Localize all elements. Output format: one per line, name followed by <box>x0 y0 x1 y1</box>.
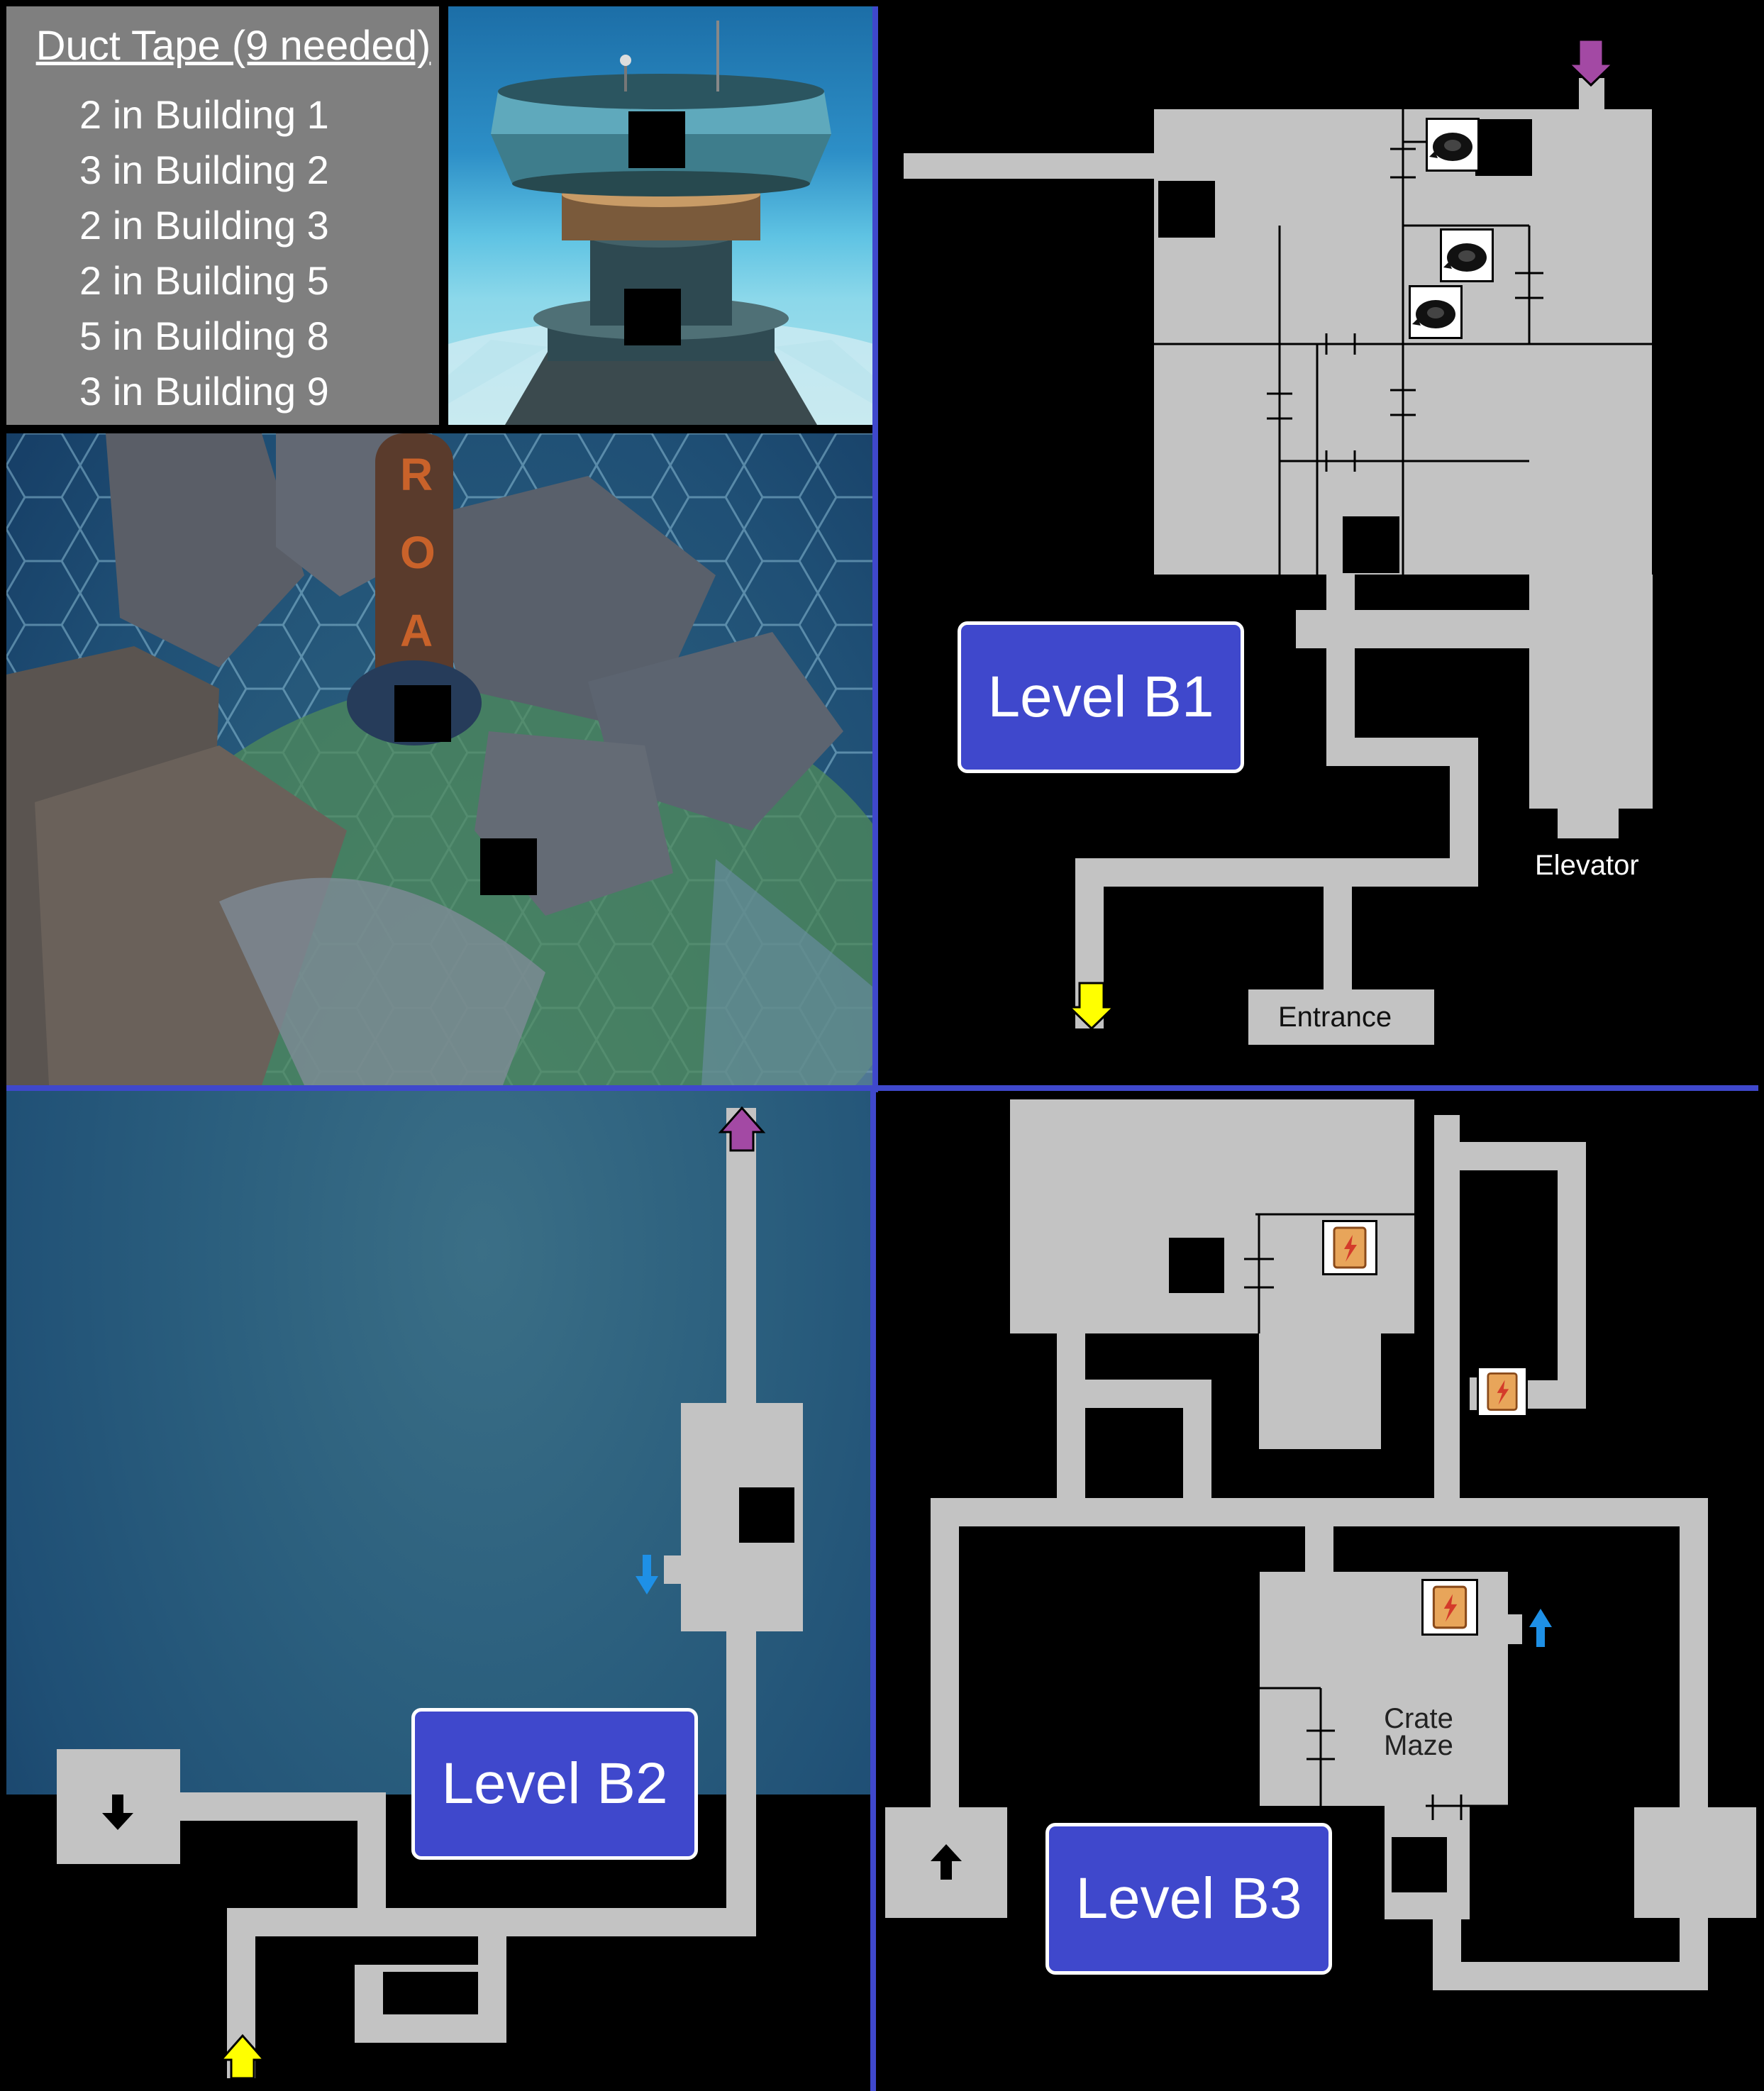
tower-illustration <box>448 21 872 425</box>
divider-vertical-top <box>872 6 878 1092</box>
entrance-label: Entrance <box>1278 1002 1392 1033</box>
redacted-marker <box>1475 119 1532 176</box>
level-b2-label: Level B2 <box>411 1708 698 1860</box>
tower-letter: O <box>400 527 436 578</box>
level-b1-corridors <box>904 78 1653 1045</box>
b3-east-shaft <box>1434 1115 1460 1512</box>
b3-east-room <box>1634 1807 1756 1918</box>
stairs-down-arrow-icon <box>102 1795 133 1830</box>
duct-tape-row: 2 in Building 5 <box>79 258 329 303</box>
photo-gap <box>6 425 872 433</box>
arrow-down-yellow-icon <box>1067 982 1116 1031</box>
b1-connector <box>1326 575 1355 766</box>
crate-maze-line: Maze <box>1384 1730 1453 1761</box>
divider-vertical-bottom <box>870 1091 876 2091</box>
b1-west-corridor <box>904 153 1159 179</box>
b3-doors <box>1244 1258 1463 1820</box>
b2-loop-link <box>478 1936 506 1965</box>
tower-photo <box>448 6 872 425</box>
crate-maze-label: Crate Maze <box>1369 1703 1468 1761</box>
duct-tape-icon <box>1440 228 1494 282</box>
stairs-up-arrow-icon <box>931 1844 962 1880</box>
duct-tape-icon <box>1409 285 1463 339</box>
duct-tape-row: 5 in Building 8 <box>79 314 329 358</box>
b2-stair-down <box>357 1792 386 1936</box>
b3-left-drop <box>1057 1333 1085 1512</box>
redacted-marker <box>480 838 537 895</box>
duct-tape-panel: Duct Tape (9 needed) 2 in Building 1 3 i… <box>6 6 439 425</box>
redacted-marker <box>1169 1238 1224 1293</box>
b1-entrance-room <box>1248 989 1434 1045</box>
redacted-marker <box>739 1487 794 1543</box>
b1-elevator-room <box>1529 575 1653 809</box>
city-illustration: R O A <box>6 433 872 1214</box>
elevator-label: Elevator <box>1535 850 1639 881</box>
b3-crate-link <box>1305 1526 1333 1572</box>
tower-letter: A <box>400 605 433 656</box>
level-b3-label: Level B3 <box>1045 1823 1332 1975</box>
redacted-marker <box>628 111 685 168</box>
redacted-marker <box>1158 181 1215 238</box>
duct-tape-row: 3 in Building 9 <box>79 369 329 414</box>
redacted-marker <box>394 685 451 742</box>
b3-crate-door <box>1492 1614 1522 1644</box>
crate-maze-line: Crate <box>1384 1703 1453 1734</box>
level-b3-walls <box>1255 1213 1508 1807</box>
redacted-marker <box>624 289 681 345</box>
battery-icon <box>1477 1366 1528 1417</box>
b2-south-corridor <box>726 1631 756 1936</box>
battery-icon <box>1322 1220 1377 1275</box>
duct-tape-row: 3 in Building 2 <box>79 148 329 192</box>
b2-north-shaft <box>726 1108 756 1410</box>
arrow-up-purple-icon <box>718 1106 766 1152</box>
b1-entrance-corridor <box>1324 887 1352 993</box>
level-b2-corridors <box>57 1108 803 2078</box>
b1-redacted <box>1158 119 1532 573</box>
duct-tape-row: 2 in Building 3 <box>79 203 329 248</box>
arrow-icons <box>102 38 1616 2080</box>
b3-east-shaft2 <box>1680 1498 1708 1810</box>
duct-tape-icon <box>1426 118 1480 172</box>
tower-letter: R <box>400 449 433 500</box>
b1-south-corridor <box>1075 858 1478 887</box>
city-photo: R O A <box>6 433 872 1795</box>
arrow-down-blue-icon <box>636 1555 658 1594</box>
b1-lower-corridor <box>1326 738 1478 766</box>
arrow-up-yellow-icon <box>218 2034 267 2080</box>
b2-stair-corridor <box>180 1792 386 1821</box>
arrow-down-purple-icon <box>1566 38 1616 87</box>
b3-left-drop2 <box>1183 1380 1211 1512</box>
b3-redacted <box>1169 1238 1447 1892</box>
b2-loop-hole <box>383 1972 478 2014</box>
redacted-marker <box>1392 1837 1447 1892</box>
b3-east-link <box>1680 1915 1708 1990</box>
b1-doors <box>1267 148 1543 472</box>
b3-west-shaft <box>931 1498 959 1810</box>
b2-side-door <box>664 1555 689 1584</box>
duct-tape-row: 2 in Building 1 <box>79 92 329 137</box>
b1-elevator-door <box>1558 809 1619 838</box>
duct-tape-title: Duct Tape (9 needed) <box>35 23 431 69</box>
redacted-marker <box>1343 516 1399 573</box>
b3-east-drop <box>1558 1142 1586 1409</box>
b3-south-corridor <box>1433 1962 1708 1990</box>
b2-main-corridor <box>227 1908 756 1936</box>
battery-icon <box>1421 1579 1478 1636</box>
arrow-up-blue-icon <box>1529 1609 1552 1647</box>
divider-horizontal <box>6 1085 1758 1091</box>
b3-main-corridor <box>931 1498 1708 1526</box>
level-b1-label: Level B1 <box>958 621 1244 773</box>
